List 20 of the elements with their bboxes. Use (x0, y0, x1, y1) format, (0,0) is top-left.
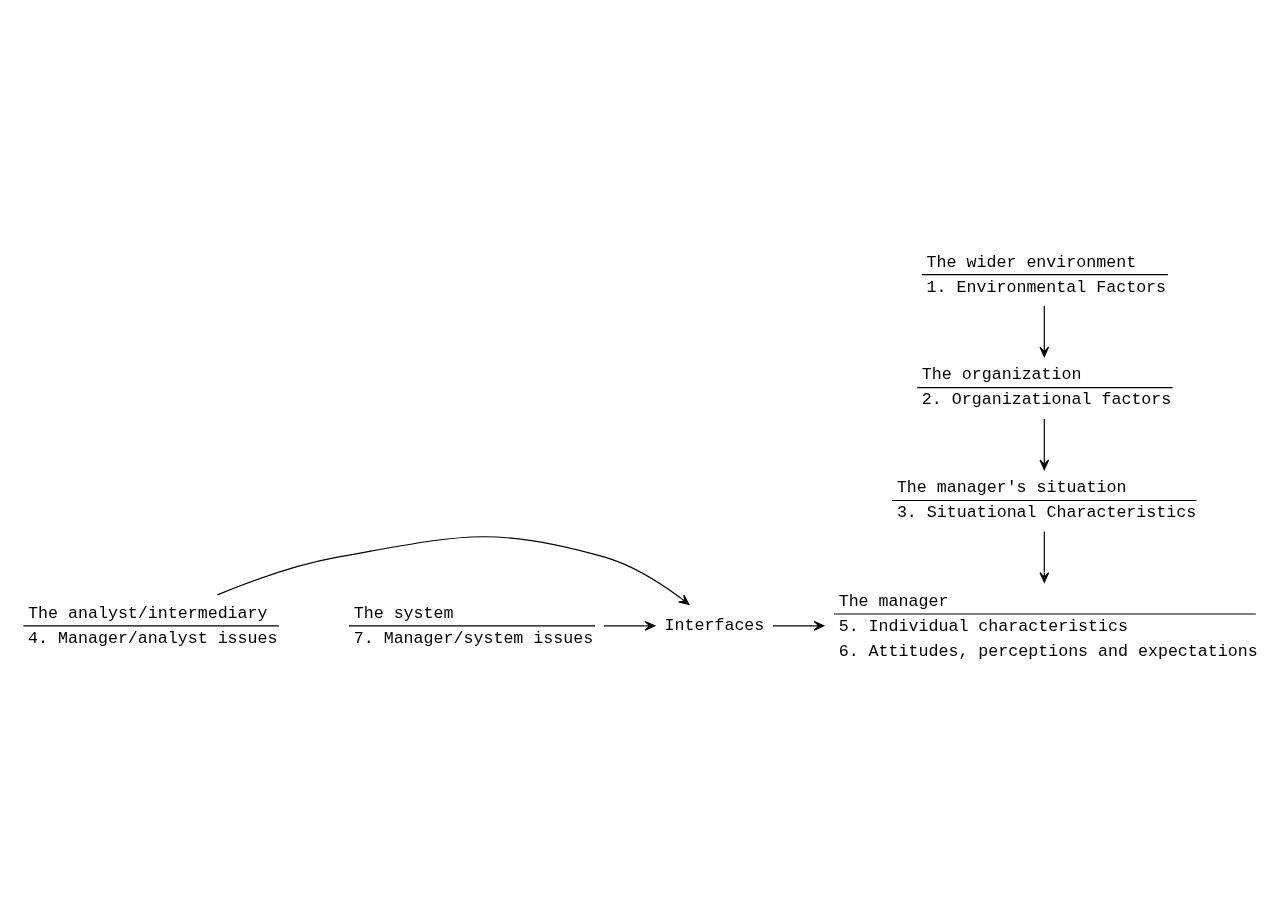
node-label: 5. Individual characteristics (838, 616, 1128, 636)
node-label: 6. Attitudes, perceptions and expectations (838, 641, 1258, 661)
arrow (1039, 305, 1050, 358)
arrow (603, 621, 656, 631)
node-label: The wider environment (926, 252, 1137, 272)
node-label: The system (353, 603, 454, 623)
node-label: The manager's situation (896, 478, 1127, 498)
node-label: 3. Situational Characteristics (896, 503, 1197, 523)
arrow (1039, 530, 1050, 583)
node-label: The organization (921, 365, 1082, 385)
arrow (1039, 418, 1050, 471)
node-label: The manager (838, 591, 949, 611)
node-label: 1. Environmental Factors (926, 277, 1167, 297)
node-label: 4. Manager/analyst issues (28, 628, 278, 648)
arrow (216, 536, 690, 605)
node-label: 2. Organizational factors (921, 390, 1172, 410)
node-text: Interfaces (664, 616, 765, 636)
node-label: The analyst/intermediary (28, 603, 268, 623)
node-label: 7. Manager/system issues (353, 628, 594, 648)
arrow (772, 621, 825, 631)
